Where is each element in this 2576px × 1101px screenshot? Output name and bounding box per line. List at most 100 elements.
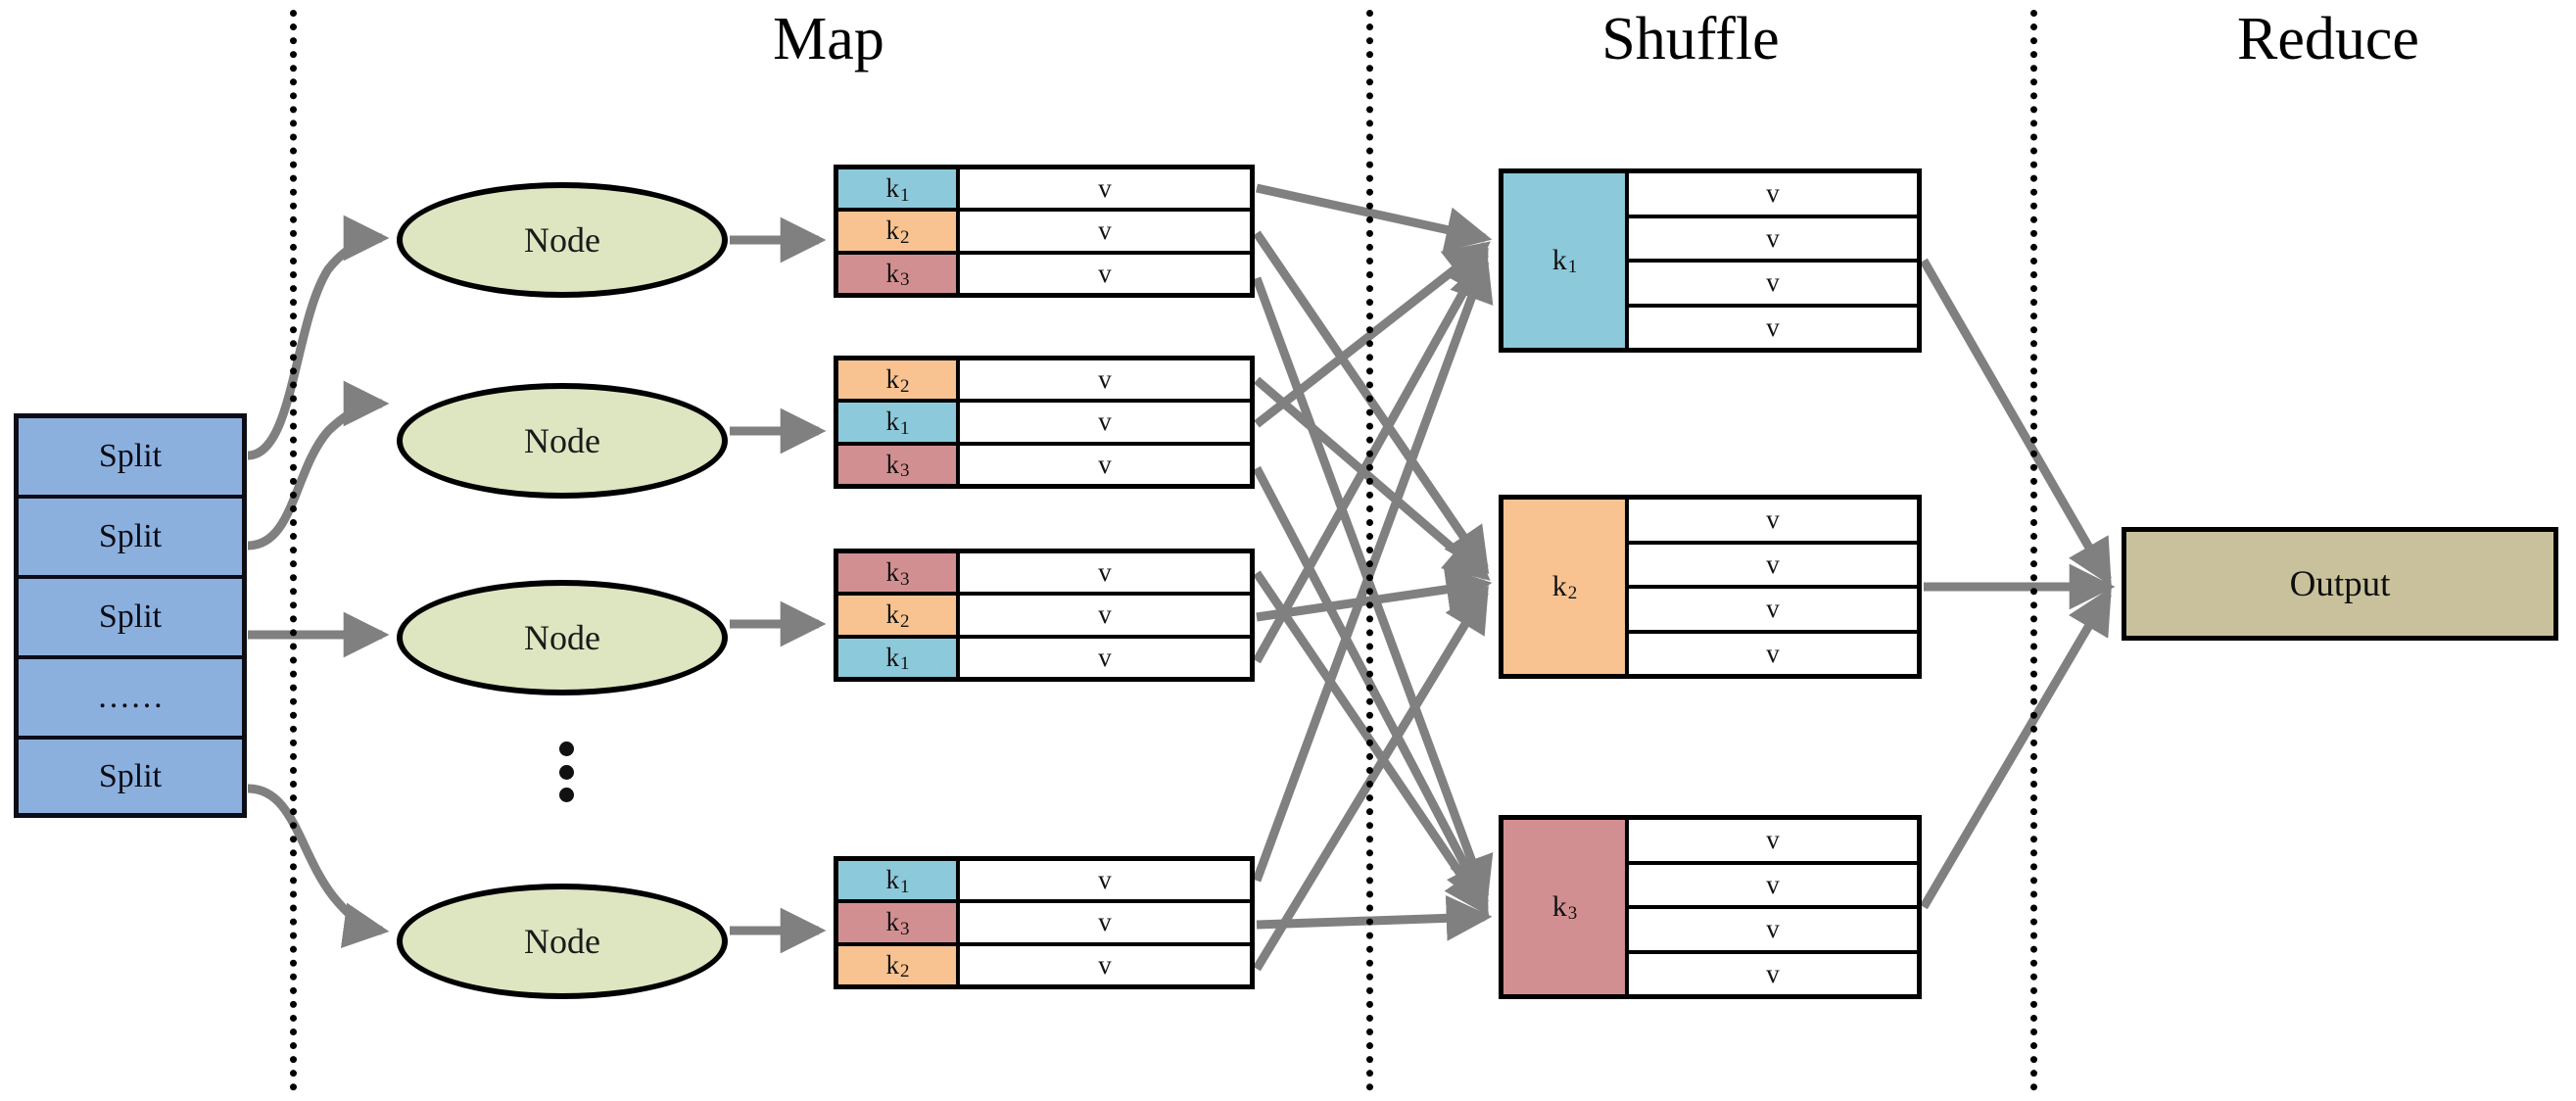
value-cell: v: [960, 638, 1250, 677]
value-cell: v: [960, 945, 1250, 984]
value-cell: v: [960, 254, 1250, 293]
split-row-ellipsis: ……: [19, 659, 242, 740]
shuffle-value: v: [1629, 173, 1917, 218]
phase-title-shuffle: Shuffle: [1601, 6, 1780, 72]
value-cell: v: [960, 596, 1250, 635]
map-node-2[interactable]: Node: [397, 383, 728, 499]
split-label: Split: [98, 598, 163, 635]
shuffle-value: v: [1629, 545, 1917, 589]
split-row: Split: [19, 740, 242, 813]
shuffle-value: v: [1629, 589, 1917, 634]
output-box: Output: [2122, 527, 2558, 641]
node-to-table-arrows: [730, 216, 827, 954]
split-row: Split: [19, 579, 242, 659]
key-label: k: [885, 407, 900, 437]
split-label: Split: [98, 757, 163, 794]
map-node-4[interactable]: Node: [397, 884, 728, 999]
key-label: k: [885, 215, 900, 246]
dot: [558, 764, 574, 780]
key-label: k: [885, 599, 900, 630]
key-label: k: [1551, 244, 1567, 276]
divider-input-map: [290, 10, 297, 1091]
value-cell: v: [960, 861, 1250, 900]
shuffle-value: v: [1766, 958, 1780, 988]
shuffle-value: v: [1766, 311, 1780, 342]
shuffle-values: v v v v: [1629, 820, 1917, 994]
key-label: k: [885, 642, 900, 672]
phase-title-reduce: Reduce: [2237, 6, 2419, 72]
output-label: Output: [2289, 563, 2391, 604]
key-label: k: [885, 865, 900, 895]
value-cell: v: [960, 212, 1250, 251]
key-label: k: [1551, 570, 1567, 602]
shuffle-value: v: [1629, 865, 1917, 909]
map-node-1[interactable]: Node: [397, 182, 728, 298]
split-label: Split: [98, 518, 163, 554]
shuffle-value: v: [1629, 820, 1917, 865]
key-label: k: [885, 449, 900, 479]
divider-map-shuffle: [1366, 10, 1373, 1091]
key-label: k: [885, 949, 900, 980]
map-node-label: Node: [524, 618, 600, 657]
divider-shuffle-reduce: [2030, 10, 2037, 1091]
key-label: k: [885, 173, 900, 204]
split-row: Split: [19, 418, 242, 499]
split-label: Split: [98, 438, 163, 474]
dot: [558, 742, 574, 756]
value-cell: v: [960, 903, 1250, 942]
input-splits-box: Split Split Split …… Split: [14, 413, 247, 818]
value-cell: v: [960, 169, 1250, 209]
value-cell: v: [960, 403, 1250, 442]
map-node-label: Node: [524, 220, 600, 260]
value-cell: v: [960, 445, 1250, 484]
key-label: k: [885, 258, 900, 288]
split-row: Split: [19, 499, 242, 579]
phase-title-map: Map: [773, 6, 884, 72]
shuffle-to-output-arrows: [1920, 258, 2116, 910]
shuffle-value: v: [1629, 909, 1917, 954]
key-label: k: [885, 907, 900, 937]
key-label: k: [1551, 890, 1567, 923]
value-cell: v: [960, 360, 1250, 400]
shuffle-value: v: [1629, 263, 1917, 308]
vertical-ellipsis-dots: [557, 742, 575, 802]
map-node-label: Node: [524, 922, 600, 961]
key-label: k: [885, 557, 900, 588]
value-cell: v: [960, 553, 1250, 593]
shuffle-value: v: [1629, 218, 1917, 263]
map-node-3[interactable]: Node: [397, 580, 728, 695]
map-node-label: Node: [524, 421, 600, 460]
split-to-node-arrows: [247, 215, 390, 948]
